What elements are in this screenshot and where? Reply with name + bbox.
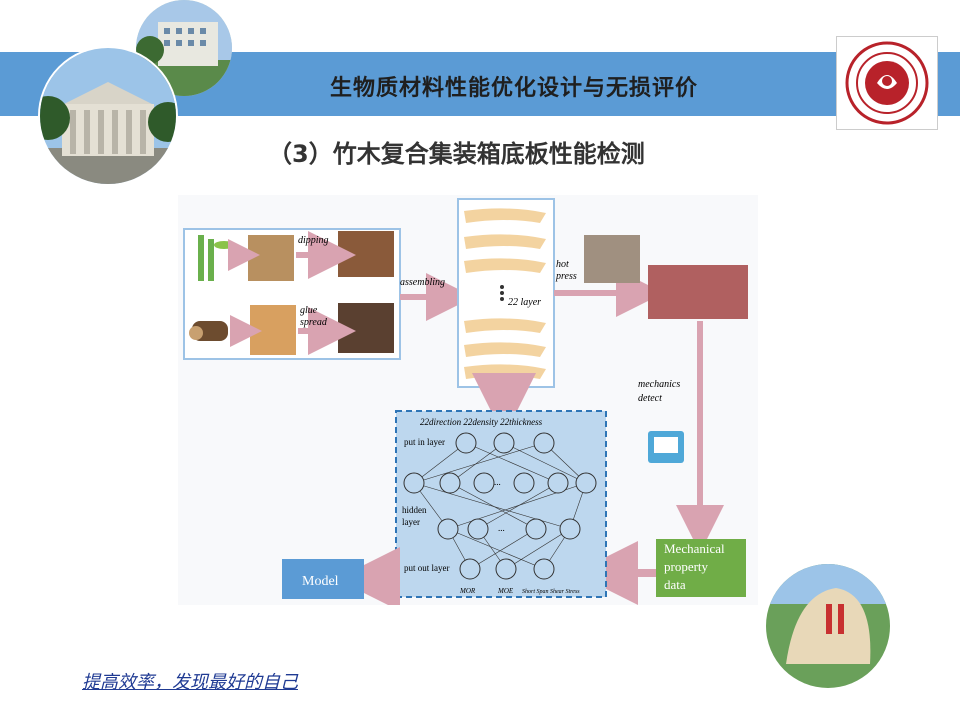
hot-label: hot <box>556 259 569 270</box>
spread-label: spread <box>300 317 328 328</box>
log-icon <box>189 321 228 341</box>
dipped-board-photo <box>338 231 394 277</box>
layer-label: layer <box>402 517 420 527</box>
nn-inputs-label: 22direction 22density 22thickness <box>420 417 543 427</box>
bamboo-strips-photo <box>248 235 294 281</box>
ellipsis-2: ... <box>498 523 505 533</box>
mechanical-line1: Mechanical <box>664 541 725 556</box>
press-label: press <box>555 271 577 282</box>
assembling-label: assembling <box>400 277 445 288</box>
mechanics-label: mechanics <box>638 379 680 390</box>
dipping-label: dipping <box>298 235 329 246</box>
mechanical-data-box <box>656 539 746 597</box>
section-title: （3）竹木复合集装箱底板性能检测 <box>268 140 645 168</box>
put-in-layer-label: put in layer <box>404 437 445 447</box>
model-box <box>282 559 364 599</box>
hidden-label: hidden <box>402 505 427 515</box>
hot-press-photo <box>584 235 640 283</box>
output-shear: Short Span Shear Stress <box>522 589 580 595</box>
veneer-roll-photo <box>250 305 296 355</box>
campus-photo-large <box>38 46 178 186</box>
ellipsis-1: ... <box>494 477 501 487</box>
put-out-layer-label: put out layer <box>404 563 450 573</box>
glue-label: glue <box>300 305 318 316</box>
campus-stone-photo <box>764 562 892 690</box>
footer-slogan: 提高效率，发现最好的自己 <box>82 672 298 693</box>
output-moe: MOE <box>497 587 514 595</box>
test-machine-icon <box>648 431 684 463</box>
output-mor: MOR <box>459 587 476 595</box>
university-logo <box>836 36 938 130</box>
campus-photo-small <box>136 0 232 96</box>
layers-label: 22 layer <box>508 297 541 308</box>
glued-board-photo <box>338 303 394 353</box>
mechanical-line3: data <box>664 577 686 592</box>
page-title: 生物质材料性能优化设计与无损评价 <box>330 76 699 101</box>
process-diagram: dipping glue spread assembling 22 layer … <box>178 195 758 605</box>
mechanical-line2: property <box>664 559 709 574</box>
model-label: Model <box>302 574 339 589</box>
detect-label: detect <box>638 393 662 404</box>
pressed-board-photo <box>648 265 748 319</box>
layer-stack-panel <box>457 198 555 388</box>
